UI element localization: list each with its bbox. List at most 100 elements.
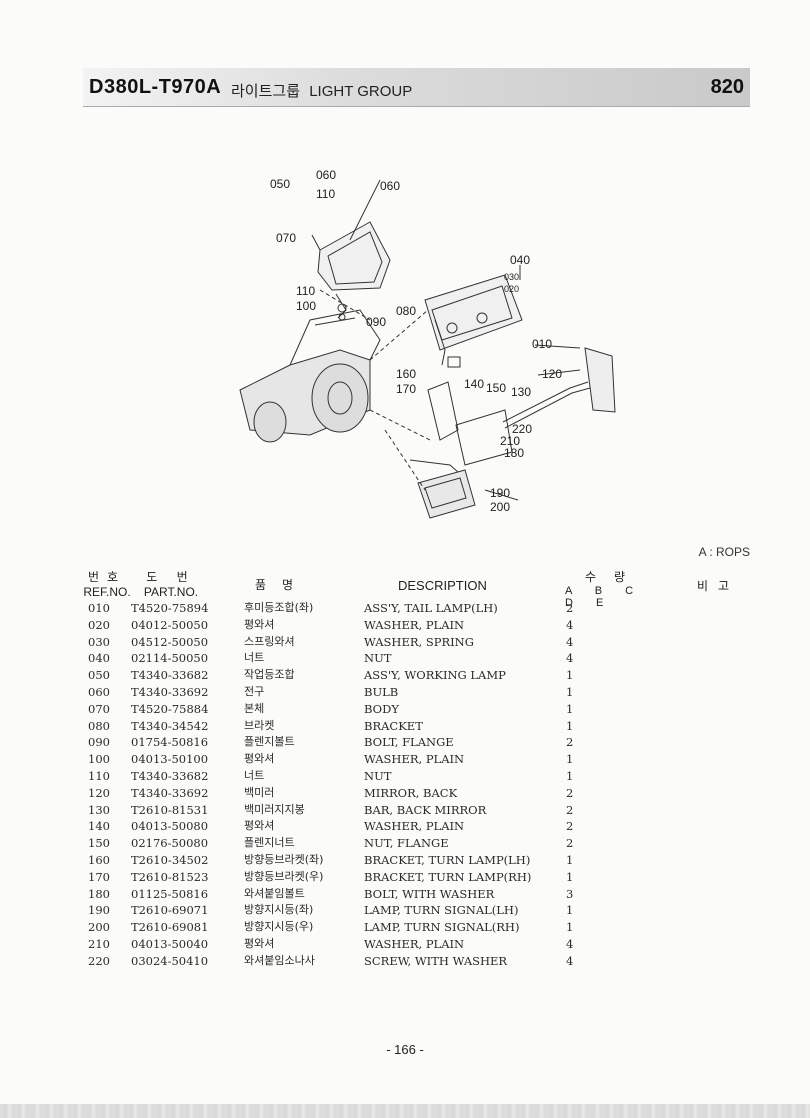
- qty-a: 4: [566, 936, 574, 951]
- qty-a: 2: [566, 601, 574, 615]
- callout-110-b: 110: [296, 284, 315, 298]
- ref-no: 190: [88, 903, 110, 918]
- callout-010: 010: [532, 337, 552, 351]
- description: WASHER, SPRING: [364, 634, 474, 649]
- part-no: T4340-33692: [131, 684, 209, 699]
- part-name-kr: 플렌지너트: [244, 836, 295, 850]
- part-no: T4520-75894: [131, 601, 209, 615]
- part-no: T4340-33682: [131, 668, 209, 683]
- ref-no: 030: [88, 634, 110, 649]
- ref-no: 200: [88, 920, 110, 935]
- callout-060-a: 060: [316, 168, 336, 182]
- callout-150: 150: [486, 381, 506, 395]
- callout-180: 180: [504, 446, 524, 460]
- ref-no: 090: [88, 735, 110, 750]
- part-name-kr: 평와셔: [244, 752, 275, 766]
- callout-030: 030: [504, 272, 519, 282]
- part-name-kr: 방향지시등(우): [244, 920, 314, 934]
- exploded-diagram: 050 060 110 060 070 040 030 020 110 100 …: [220, 160, 640, 520]
- description: WASHER, PLAIN: [364, 617, 465, 632]
- part-no: 04012-50050: [131, 617, 209, 632]
- part-name-kr: 후미등조합(좌): [244, 601, 314, 614]
- callout-110-a: 110: [316, 187, 335, 201]
- rops-note: A : ROPS: [698, 545, 750, 559]
- part-no: 04013-50040: [131, 936, 209, 951]
- page-header: D380L-T970A 라이트그룹 LIGHT GROUP 820: [83, 68, 750, 107]
- part-name-kr: 방향등브라켓(좌): [244, 852, 324, 866]
- ref-no: 130: [88, 802, 110, 817]
- col-ref: 번호 REF.NO.: [82, 568, 132, 599]
- callout-060-b: 060: [380, 179, 400, 193]
- part-no: 01125-50816: [131, 886, 209, 901]
- ref-no: 110: [88, 768, 110, 783]
- ref-no: 020: [88, 617, 110, 632]
- qty-a: 1: [566, 903, 574, 918]
- description: BOLT, FLANGE: [364, 735, 454, 750]
- qty-a: 1: [566, 718, 574, 733]
- description: NUT: [364, 651, 392, 666]
- qty-a: 1: [566, 684, 574, 699]
- part-no: T2610-69071: [131, 903, 209, 918]
- part-no: T4520-75884: [131, 701, 209, 716]
- ref-no: 070: [88, 701, 110, 716]
- description: BAR, BACK MIRROR: [364, 802, 487, 817]
- qty-a: 1: [566, 752, 574, 767]
- callout-170: 170: [396, 382, 416, 396]
- description: NUT: [364, 768, 392, 783]
- scan-edge: [0, 1104, 810, 1118]
- table-row: 090 01754-50816 플렌지볼트 BOLT, FLANGE 2: [82, 734, 722, 751]
- col-name-kr: 품명: [255, 578, 310, 592]
- group-title: 라이트그룹 LIGHT GROUP: [231, 80, 417, 101]
- group-code: 820: [710, 76, 744, 98]
- callout-090: 090: [366, 315, 386, 329]
- ref-no: 180: [88, 886, 110, 901]
- part-name-kr: 브라켓: [244, 718, 275, 732]
- callout-050: 050: [270, 177, 290, 191]
- part-name-kr: 본체: [244, 701, 265, 715]
- group-title-kr: 라이트그룹: [231, 83, 301, 100]
- callout-040: 040: [510, 253, 530, 267]
- callout-190: 190: [490, 486, 510, 500]
- part-no: 04512-50050: [131, 634, 209, 649]
- qty-a: 2: [566, 735, 574, 750]
- part-name-kr: 너트: [244, 651, 265, 665]
- qty-a: 4: [566, 953, 574, 968]
- callout-020: 020: [504, 284, 519, 294]
- callout-070: 070: [276, 231, 296, 245]
- callout-210: 210: [500, 434, 520, 448]
- diagram-svg: 050 060 110 060 070 040 030 020 110 100 …: [239, 168, 616, 519]
- qty-a: 1: [566, 668, 574, 683]
- description: ASS'Y, WORKING LAMP: [364, 668, 506, 683]
- col-part-kr: 도 번: [146, 570, 196, 584]
- part-name-kr: 전구: [244, 684, 265, 698]
- part-no: 04013-50080: [131, 819, 209, 834]
- qty-a: 1: [566, 852, 574, 867]
- description: BRACKET, TURN LAMP(LH): [364, 852, 531, 867]
- qty-a: 2: [566, 819, 574, 834]
- description: BODY: [364, 701, 399, 716]
- description: BULB: [364, 684, 399, 699]
- callout-130: 130: [511, 385, 531, 399]
- ref-no: 100: [88, 752, 110, 767]
- qty-a: 2: [566, 802, 574, 817]
- callout-140: 140: [464, 377, 484, 391]
- part-name-kr: 플렌지볼트: [244, 735, 295, 749]
- description: WASHER, PLAIN: [364, 936, 465, 951]
- part-no: 01754-50816: [131, 735, 209, 750]
- group-title-en: LIGHT GROUP: [309, 83, 413, 100]
